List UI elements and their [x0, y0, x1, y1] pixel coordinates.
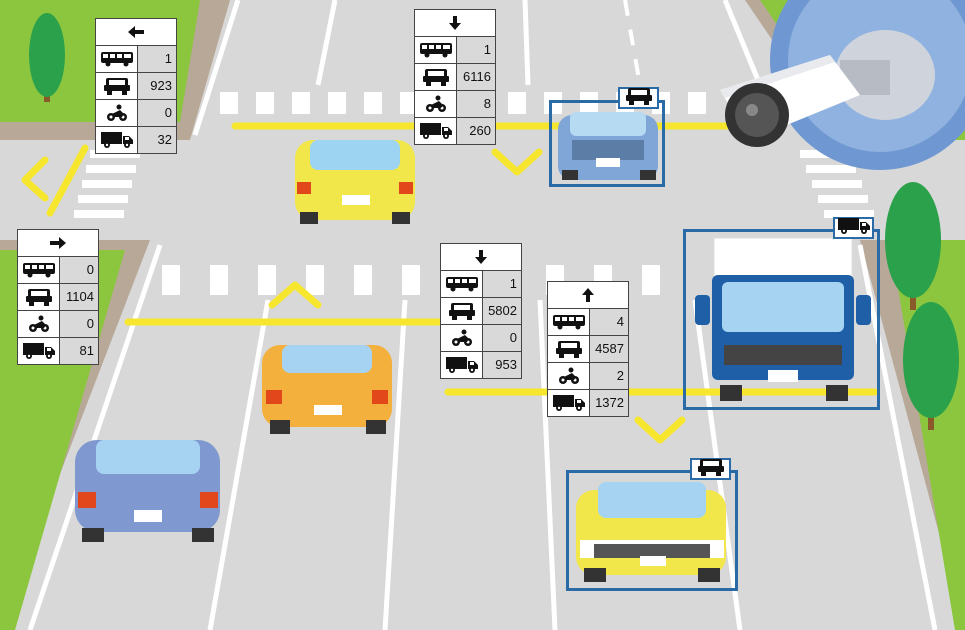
- car-icon: [96, 73, 138, 99]
- count-value: 4587: [590, 336, 628, 362]
- count-value: 6116: [457, 64, 495, 90]
- count-row: 2: [548, 363, 628, 390]
- motorbike-icon: [441, 325, 483, 351]
- count-row: 1: [96, 46, 176, 73]
- count-row: 4: [548, 309, 628, 336]
- motorbike-icon: [18, 311, 60, 337]
- car-icon: [697, 458, 725, 481]
- count-value: 8: [457, 91, 495, 117]
- car-icon: [415, 64, 457, 90]
- count-row: 0: [96, 100, 176, 127]
- car-icon: [441, 298, 483, 324]
- bus-icon: [18, 257, 60, 283]
- count-row: 1: [441, 271, 521, 298]
- count-value: 4: [590, 309, 628, 335]
- arrow-down-icon: [415, 10, 495, 37]
- truck-icon: [837, 217, 871, 240]
- bus-icon: [96, 46, 138, 72]
- count-value: 32: [138, 127, 176, 153]
- count-value: 1372: [590, 390, 628, 416]
- detection-tag-truck: [833, 217, 874, 239]
- count-value: 923: [138, 73, 176, 99]
- count-row: 1372: [548, 390, 628, 416]
- arrow-right-icon: [18, 230, 98, 257]
- count-value: 1104: [60, 284, 98, 310]
- detection-tag-yellow-car: [690, 458, 731, 480]
- motorbike-icon: [415, 91, 457, 117]
- count-row: 1: [415, 37, 495, 64]
- arrow-up-icon: [548, 282, 628, 309]
- bus-icon: [441, 271, 483, 297]
- count-row: 81: [18, 338, 98, 364]
- count-value: 81: [60, 338, 98, 364]
- count-row: 0: [18, 257, 98, 284]
- arrow-left-icon: [96, 19, 176, 46]
- count-value: 0: [60, 311, 98, 337]
- count-value: 2: [590, 363, 628, 389]
- detection-tag-blue-car: [618, 87, 659, 109]
- count-row: 1104: [18, 284, 98, 311]
- count-value: 1: [457, 37, 495, 63]
- count-value: 260: [457, 118, 495, 144]
- car-icon: [548, 336, 590, 362]
- detection-box-blue-car: [549, 100, 665, 187]
- count-row: 32: [96, 127, 176, 153]
- count-value: 5802: [483, 298, 521, 324]
- bus-icon: [548, 309, 590, 335]
- count-row: 0: [18, 311, 98, 338]
- count-row: 923: [96, 73, 176, 100]
- count-row: 6116: [415, 64, 495, 91]
- motorbike-icon: [96, 100, 138, 126]
- count-value: 953: [483, 352, 521, 378]
- count-row: 0: [441, 325, 521, 352]
- truck-icon: [415, 118, 457, 144]
- count-row: 260: [415, 118, 495, 144]
- truck-icon: [96, 127, 138, 153]
- motorbike-icon: [548, 363, 590, 389]
- count-row: 5802: [441, 298, 521, 325]
- count-row: 4587: [548, 336, 628, 363]
- count-value: 0: [60, 257, 98, 283]
- detection-box-truck: [683, 229, 880, 410]
- bus-icon: [415, 37, 457, 63]
- truck-icon: [548, 390, 590, 416]
- count-value: 0: [138, 100, 176, 126]
- truck-icon: [18, 338, 60, 364]
- arrow-down-icon: [441, 244, 521, 271]
- truck-icon: [441, 352, 483, 378]
- count-value: 1: [138, 46, 176, 72]
- car-icon: [625, 87, 653, 110]
- count-row: 953: [441, 352, 521, 378]
- count-value: 0: [483, 325, 521, 351]
- car-icon: [18, 284, 60, 310]
- count-row: 8: [415, 91, 495, 118]
- detection-box-yellow-car: [566, 470, 738, 591]
- count-value: 1: [483, 271, 521, 297]
